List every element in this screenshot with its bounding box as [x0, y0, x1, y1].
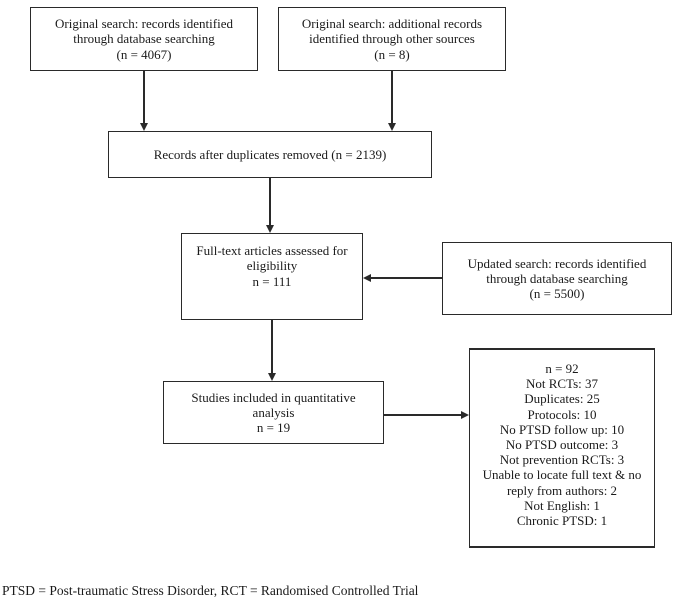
arrow-updated-to-fulltext-head	[363, 274, 371, 282]
excluded-reason-item: No PTSD outcome: 3	[505, 437, 619, 453]
excluded-reason-item: No PTSD follow up: 10	[499, 421, 625, 437]
arrow-other-to-duplicates-head	[388, 123, 396, 131]
abbreviations-footnote: PTSD = Post-traumatic Stress Disorder, R…	[2, 583, 419, 598]
arrow-other-to-duplicates-line	[391, 71, 393, 123]
box-excluded-reasons: n = 92 Not RCTs: 37 Duplicates: 25 Proto…	[469, 348, 655, 548]
excluded-reason-item: Not English: 1	[524, 497, 600, 513]
excluded-reason-item: Not RCTs: 37	[525, 376, 599, 392]
arrow-db-to-duplicates-head	[140, 123, 148, 131]
excluded-reason-item: Protocols: 10	[527, 406, 597, 422]
box-updated-search-text: Updated search: records identified throu…	[467, 255, 647, 302]
box-updated-search: Updated search: records identified throu…	[442, 242, 672, 315]
box-duplicates-removed-text: Records after duplicates removed (n = 21…	[153, 146, 387, 162]
arrow-included-to-excluded-head	[461, 411, 469, 419]
arrow-updated-to-fulltext-line	[371, 277, 442, 279]
excluded-reason-item: Not prevention RCTs: 3	[499, 452, 625, 468]
box-fulltext-assessed: Full-text articles assessed for eligibil…	[181, 233, 363, 320]
box-included-quantitative: Studies included in quantitative analysi…	[163, 381, 384, 444]
box-original-db-search-text: Original search: records identified thro…	[55, 16, 233, 62]
arrow-duplicates-to-fulltext-head	[266, 225, 274, 233]
arrow-duplicates-to-fulltext-line	[269, 178, 271, 225]
excluded-reason-item: Duplicates: 25	[524, 391, 600, 407]
box-original-other-sources: Original search: additional records iden…	[278, 7, 506, 71]
arrow-db-to-duplicates-line	[143, 71, 145, 123]
box-original-db-search: Original search: records identified thro…	[30, 7, 258, 71]
arrow-fulltext-to-included-head	[268, 373, 276, 381]
box-duplicates-removed: Records after duplicates removed (n = 21…	[108, 131, 432, 178]
box-original-other-sources-text: Original search: additional records iden…	[301, 16, 483, 62]
arrow-fulltext-to-included-line	[271, 320, 273, 373]
excluded-count: n = 92	[545, 361, 579, 376]
arrow-included-to-excluded-line	[384, 414, 461, 416]
box-fulltext-assessed-text: Full-text articles assessed for eligibil…	[196, 243, 348, 289]
excluded-reason-item: Chronic PTSD: 1	[516, 513, 608, 529]
excluded-reason-item: Unable to locate full text & no reply fr…	[482, 467, 642, 498]
box-included-quantitative-text: Studies included in quantitative analysi…	[191, 389, 356, 436]
